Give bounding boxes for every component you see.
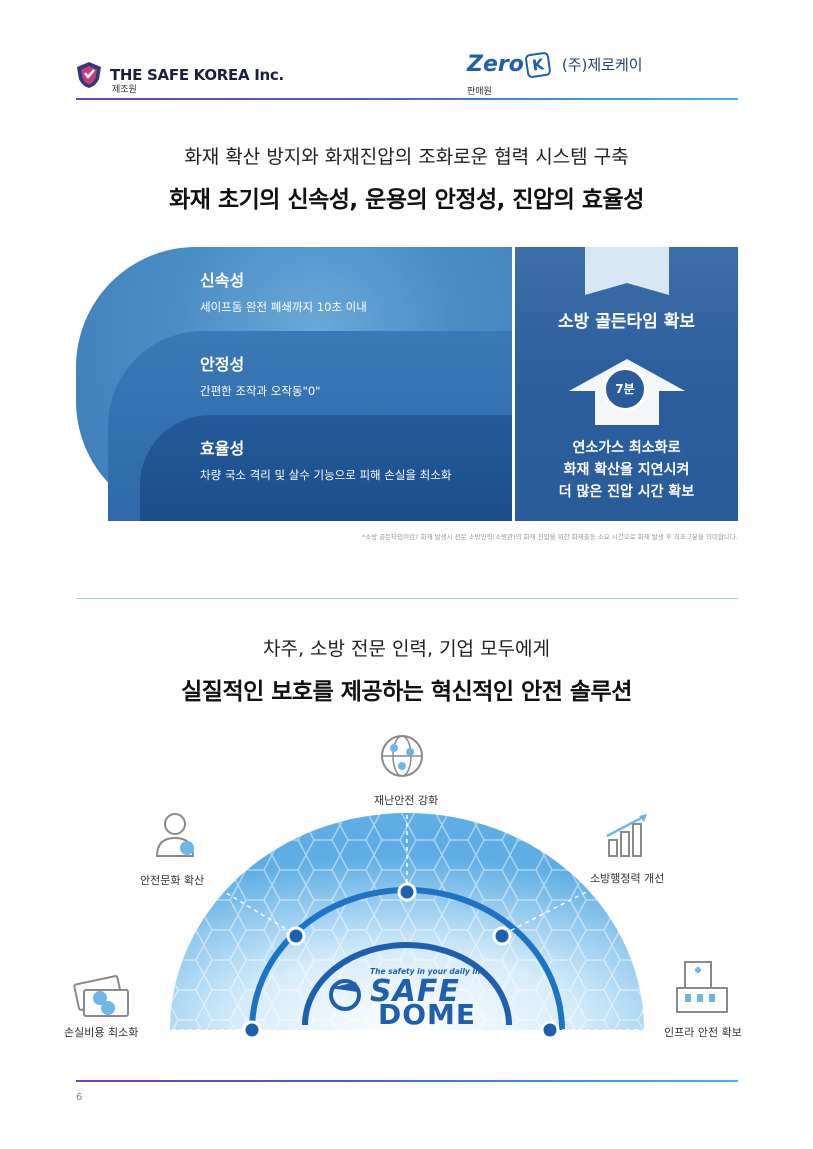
arc-efficiency	[140, 415, 512, 521]
right-brand: Zero K (주)제로케이 판매원	[467, 50, 643, 97]
footnote: *소방 골든타임이란? 화재 발생시 전문 소방인력(소방관)의 화재 진압을 …	[361, 533, 738, 541]
left-brand-name: THE SAFE KOREA Inc.	[110, 66, 284, 84]
dome-hex-pattern	[170, 813, 644, 1030]
section2-title: 실질적인 보호를 제공하는 혁신적인 안전 솔루션	[181, 679, 632, 705]
banner-ribbon	[585, 247, 669, 295]
safe-dome-logo	[302, 942, 512, 1026]
feature-item: 신속성 세이프돔 완전 폐쇄까지 10초 이내	[200, 267, 367, 315]
header-divider	[76, 98, 738, 100]
right-brand-k: K	[524, 50, 552, 79]
feature-panel: 신속성 세이프돔 완전 폐쇄까지 10초 이내 안정성 간편한 조작과 오작동"…	[76, 247, 512, 521]
money-bills-icon	[73, 975, 129, 1017]
section1-title: 화재 초기의 신속성, 운용의 안정성, 진압의 효율성	[169, 187, 644, 213]
right-brand-corp: (주)제로케이	[561, 56, 643, 74]
label-safety-culture: 안전문화 확산	[140, 874, 205, 887]
label-loss-min: 손실비용 최소화	[64, 1026, 139, 1039]
label-disaster-safety: 재난안전 강화	[374, 794, 439, 807]
feature-title: 효율성	[200, 439, 245, 458]
logo-tagline: The safety in your daily life	[370, 967, 486, 976]
feature-title: 신속성	[200, 271, 245, 290]
golden-time-title: 소방 골든타임 확보	[558, 312, 695, 332]
section1-subtitle: 화재 확산 방지와 화재진압의 조화로운 협력 시스템 구축	[184, 146, 629, 168]
shield-logo-icon	[77, 62, 101, 88]
feature-desc: 간편한 조작과 오작동"0"	[200, 384, 321, 398]
growth-chart-icon	[606, 814, 647, 857]
right-brand-zero: Zero	[467, 52, 524, 77]
globe-network-icon	[381, 735, 423, 777]
logo-dome: DOME	[378, 998, 477, 1031]
right-brand-sub: 판매원	[467, 87, 492, 97]
feature-item: 안정성 간편한 조작과 오작동"0"	[200, 351, 320, 399]
safe-dome-graphic	[73, 735, 728, 1040]
arc-nodes	[242, 882, 560, 1040]
label-infra-safety: 인프라 안전 확보	[664, 1026, 742, 1039]
feature-desc: 차량 국소 격리 및 살수 기능으로 피해 손실을 최소화	[200, 468, 452, 482]
feature-item: 효율성 차량 국소 격리 및 살수 기능으로 피해 손실을 최소화	[200, 435, 451, 483]
feature-desc: 세이프돔 완전 폐쇄까지 10초 이내	[200, 300, 367, 314]
logo-safe: SAFE	[370, 974, 460, 1009]
golden-line-3: 더 많은 진압 시간 확보	[558, 484, 695, 500]
section2-subtitle: 차주, 소방 전문 인력, 기업 모두에게	[263, 638, 550, 660]
golden-line-1: 연소가스 최소화로	[572, 440, 681, 456]
golden-line-2: 화재 확산을 지연시켜	[563, 462, 690, 478]
section-divider	[76, 598, 738, 599]
golden-time-panel: 소방 골든타임 확보 7분 연소가스 최소화로 화재 확산을 지연시켜 더 많은…	[515, 247, 738, 521]
feature-title: 안정성	[200, 355, 245, 374]
stopwatch-icon: 7분	[603, 367, 647, 411]
person-icon	[155, 813, 195, 857]
label-fire-admin: 소방행정력 개선	[590, 872, 665, 885]
building-icon	[676, 961, 728, 1013]
left-brand: THE SAFE KOREA Inc. 제조원	[74, 60, 284, 95]
page-number: 6	[76, 1092, 83, 1103]
left-brand-sub: 제조원	[112, 85, 137, 95]
footer-divider	[76, 1080, 738, 1082]
